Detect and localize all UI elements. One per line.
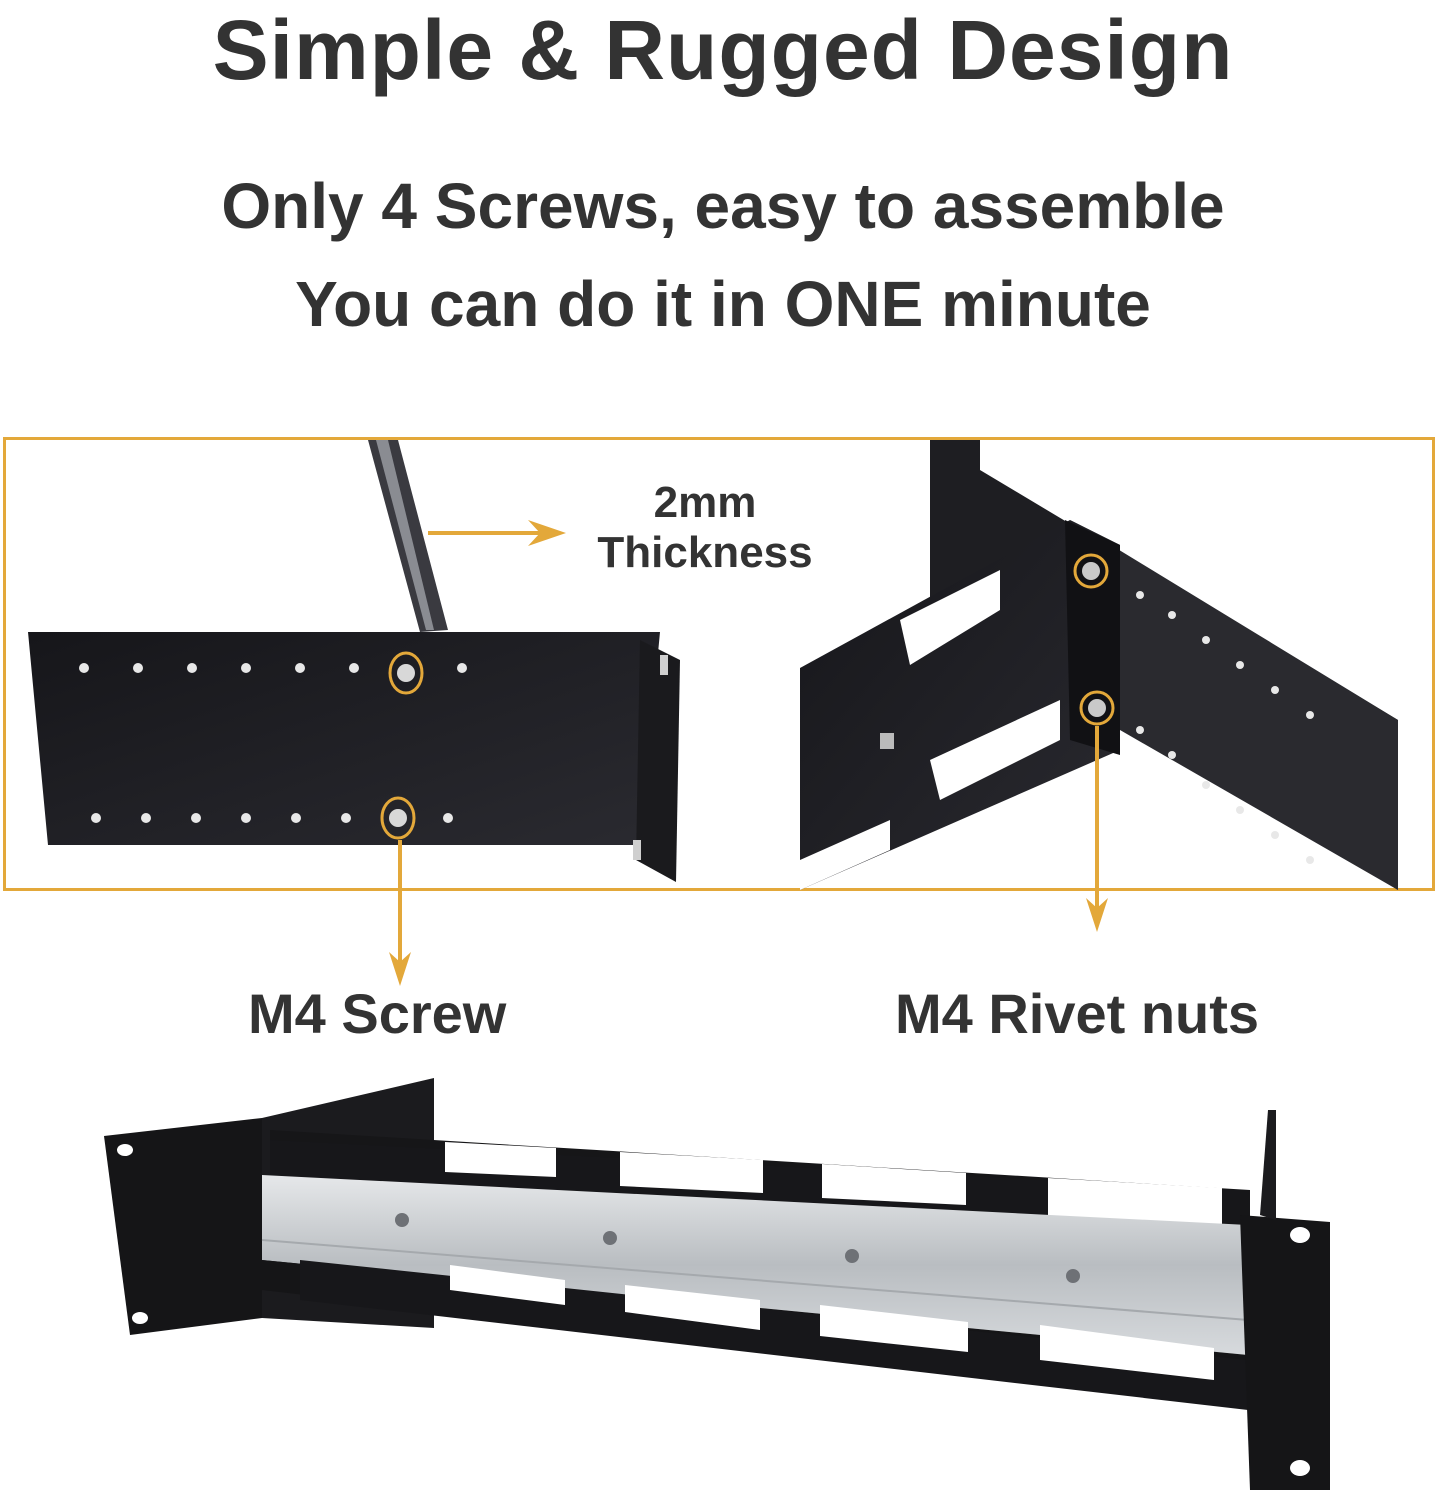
bottom-bracket-photo <box>104 1078 1330 1490</box>
thickness-callout: 2mm Thickness <box>580 478 830 578</box>
subtitle-line-1: Only 4 Screws, easy to assemble <box>221 170 1225 242</box>
detail-frame <box>3 437 1435 891</box>
m4-rivet-nuts-label: M4 Rivet nuts <box>895 982 1260 1045</box>
thickness-label: Thickness <box>597 528 813 577</box>
page-title: Simple & Rugged Design <box>212 3 1234 97</box>
m4-screw-label: M4 Screw <box>248 982 507 1045</box>
arrows <box>389 520 1108 986</box>
right-bracket-photo <box>800 440 1398 890</box>
subtitle-line-2: You can do it in ONE minute <box>295 268 1151 340</box>
thickness-value: 2mm <box>653 478 757 527</box>
left-bracket-photo <box>28 440 680 882</box>
